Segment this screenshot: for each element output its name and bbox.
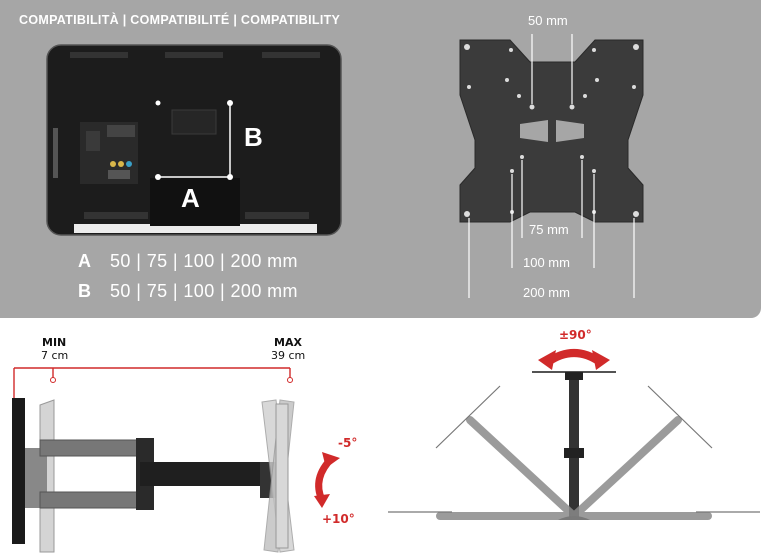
extension-illustration (12, 367, 340, 553)
max-value: 39 cm (271, 349, 306, 362)
compatibility-heading: COMPATIBILITÀ | COMPATIBILITÉ | COMPATIB… (19, 13, 341, 27)
dimension-b-label: B (244, 122, 263, 152)
compat-row-b-letter: B (78, 281, 92, 301)
swivel-label: ±90° (559, 328, 592, 342)
min-value: 7 cm (41, 349, 69, 362)
plate-dim-50: 50 mm (528, 13, 568, 28)
compat-row-a-letter: A (78, 251, 92, 271)
max-label: MAX (274, 336, 302, 349)
compat-row-b: B 50 | 75 | 100 | 200 mm (78, 281, 298, 302)
plate-dim-200: 200 mm (523, 285, 570, 300)
tilt-up-label: -5° (338, 436, 358, 450)
min-label: MIN (42, 336, 67, 349)
compat-row-a-values: 50 | 75 | 100 | 200 mm (110, 251, 298, 271)
vesa-plate-illustration (459, 34, 644, 298)
compat-row-a: A 50 | 75 | 100 | 200 mm (78, 251, 298, 272)
plate-dim-75: 75 mm (529, 222, 569, 237)
plate-dim-100: 100 mm (523, 255, 570, 270)
tv-back-illustration (46, 44, 342, 236)
dimension-a-label: A (181, 183, 200, 213)
tilt-down-label: +10° (322, 512, 355, 526)
swivel-illustration (388, 349, 760, 520)
compat-row-b-values: 50 | 75 | 100 | 200 mm (110, 281, 298, 301)
